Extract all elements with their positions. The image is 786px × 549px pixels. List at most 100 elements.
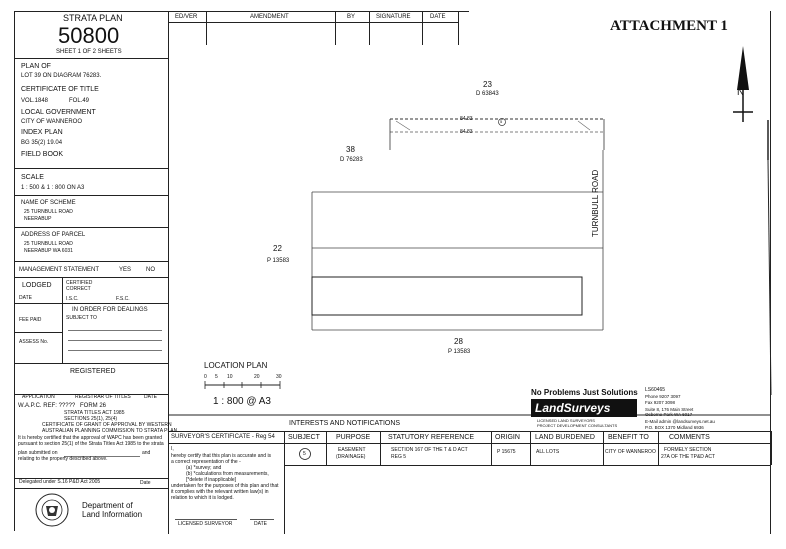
- form-label: FORM 26: [80, 403, 107, 409]
- parcel-line1: 25 TURNBULL ROAD: [24, 241, 73, 247]
- management-label: MANAGEMENT STATEMENT: [19, 267, 100, 273]
- delegated-label: Delegated under S.16 P&D Act 2005: [19, 479, 101, 485]
- row-comments1: FORMELY SECTION: [664, 447, 712, 453]
- approval-body4: relating to the property described above…: [18, 456, 108, 462]
- lodged-label: LODGED: [22, 282, 52, 289]
- subject-circle-icon: [299, 448, 311, 460]
- row-purpose2: (DRAINAGE): [336, 454, 366, 460]
- tick-5: 5: [215, 374, 218, 380]
- lodged-date: DATE: [19, 295, 32, 301]
- lot-38-diagram: D 76283: [340, 157, 363, 163]
- registered-label: REGISTERED: [70, 368, 116, 375]
- scheme-line1: 25 TURNBULL ROAD: [24, 209, 73, 215]
- cert-line1: CERTIFICATE OF GRANT OF APPROVAL BY WEST…: [42, 422, 172, 428]
- delegated-date: Date: [140, 480, 151, 486]
- firm-tag2: PROJECT DEVELOPMENT CONSULTANTS: [537, 423, 618, 428]
- firm-tag1: LICENSED LAND SURVEYORS: [537, 418, 595, 423]
- col-purpose: PURPOSE: [336, 434, 371, 441]
- surveyor-line8: it complies with the relevant written la…: [171, 489, 269, 495]
- by-header: BY: [347, 14, 356, 20]
- surveyor-line1: I,: [171, 446, 174, 452]
- department-line1: Department of: [82, 501, 133, 510]
- firm-brand: LandSurveys: [535, 401, 611, 415]
- row-subject: 5: [303, 451, 306, 457]
- sheet-label: SHEET 1 OF 2 SHEETS: [56, 49, 122, 55]
- tick-10: 10: [227, 374, 233, 380]
- tick-30: 30: [276, 374, 282, 380]
- index-plan-value: BG 35(2) 19.04: [21, 140, 63, 146]
- strata-title: STRATA PLAN: [63, 13, 123, 23]
- row-benefit: CITY OF WANNEROO: [605, 449, 656, 455]
- edver-header: ED/VER: [175, 14, 198, 20]
- parcel-line2: NEERABUP WA 6031: [24, 248, 73, 254]
- firm-email: E-Mail admin @landsurveys.net.au: [645, 419, 715, 424]
- lot-23-diagram: D 63843: [476, 91, 499, 97]
- signature-header: SIGNATURE: [376, 14, 411, 20]
- approval-body3: plan submitted on: [18, 450, 58, 456]
- plan-of-label: PLAN OF: [21, 63, 51, 70]
- local-gov-value: CITY OF WANNEROO: [21, 119, 83, 125]
- date-header: DATE: [430, 14, 446, 20]
- in-order-label: IN ORDER FOR DEALINGS: [72, 307, 148, 313]
- plan-of-value: LOT 39 ON DIAGRAM 76283.: [21, 73, 102, 79]
- fee-paid-label: FEE PAID: [19, 317, 42, 323]
- surveyor-line2: hereby certify that this plan is accurat…: [171, 453, 272, 459]
- surveyor-line7: undertaken for the purposes of this plan…: [171, 483, 279, 489]
- approval-body1: It is hereby certified that the approval…: [18, 435, 163, 441]
- firm-logo: LandSurveys: [531, 399, 637, 417]
- application-label: APPLICATION: [22, 394, 55, 400]
- surveyor-line9: relation to which it is lodged.: [171, 495, 234, 501]
- vol-value: VOL.1848: [21, 98, 49, 104]
- approval-date-label: DATE: [144, 394, 157, 400]
- lot-22-label: 22: [273, 244, 282, 253]
- firm-addr1: Suite 8, 176 Main Street: [645, 407, 694, 412]
- surveyor-line6: [*delete if inapplicable]: [186, 477, 237, 483]
- assess-label: ASSESS No.: [19, 339, 49, 345]
- firm-addr2: Osborne Park WA 6017: [645, 412, 693, 417]
- strata-number: 50800: [58, 23, 120, 48]
- road-label: TURNBULL ROAD: [591, 169, 600, 237]
- lot-22-plan: P 13583: [267, 258, 290, 264]
- local-gov-label: LOCAL GOVERNMENT: [21, 109, 96, 116]
- lot-38-label: 38: [346, 145, 355, 154]
- firm-fax: Fax 9207 3098: [645, 400, 676, 405]
- row-statutory1: SECTION 167 OF THE T & D ACT: [391, 447, 468, 453]
- row-comments2: 27A OF THE TP&D ACT: [661, 454, 715, 460]
- north-arrow-icon: [733, 46, 753, 122]
- approval-body3b: and: [142, 450, 151, 456]
- firm-phone: Phone 9207 3097: [645, 394, 681, 399]
- wapc-ref: W.A.P.C. REF: ?????: [18, 403, 76, 409]
- plan-frame: [14, 11, 771, 534]
- firm-ref: LS60465: [645, 387, 666, 393]
- fsc-label: F.S.C.: [116, 296, 130, 302]
- col-land-burdened: LAND BURDENED: [535, 434, 595, 441]
- lot-28-label: 28: [454, 337, 463, 346]
- scale-label: SCALE: [21, 174, 44, 181]
- row-statutory2: REG 5: [391, 454, 407, 460]
- department-seal-icon: [35, 493, 69, 527]
- col-benefit-to: BENEFIT TO: [608, 434, 649, 441]
- isc-label: I.S.C.: [66, 296, 79, 302]
- firm-slogan: No Problems Just Solutions: [531, 388, 638, 397]
- col-comments: COMMENTS: [669, 434, 710, 441]
- management-yes: YES: [119, 267, 132, 273]
- surveyor-line5: (b) *calculations from measurements,: [186, 471, 269, 477]
- col-subject: SUBJECT: [288, 434, 320, 441]
- surveyor-cert-title: SURVEYOR'S CERTIFICATE - Reg 54: [171, 434, 275, 440]
- col-origin: ORIGIN: [495, 434, 520, 441]
- col-statutory: STATUTORY REFERENCE: [388, 434, 475, 441]
- field-book-label: FIELD BOOK: [21, 151, 64, 158]
- management-no: NO: [146, 267, 155, 273]
- location-plan-title: LOCATION PLAN: [204, 361, 268, 370]
- act-line2: SECTIONS 25(1), 25(4): [64, 416, 118, 422]
- easement-circle-label: 5: [500, 119, 503, 124]
- tick-0: 0: [204, 374, 207, 380]
- row-land: ALL LOTS: [536, 449, 560, 455]
- location-scale: 1 : 800 @ A3: [213, 396, 271, 407]
- registrar-label: REGISTRAR OF TITLES: [75, 394, 131, 400]
- scale-value: 1 : 500 & 1 : 800 ON A3: [21, 185, 85, 191]
- certificate-label: CERTIFICATE OF TITLE: [21, 86, 99, 93]
- surveyor-date-label: DATE: [254, 521, 267, 527]
- amendment-header-label: AMENDMENT: [250, 14, 289, 20]
- parcel-label: ADDRESS OF PARCEL: [21, 232, 86, 238]
